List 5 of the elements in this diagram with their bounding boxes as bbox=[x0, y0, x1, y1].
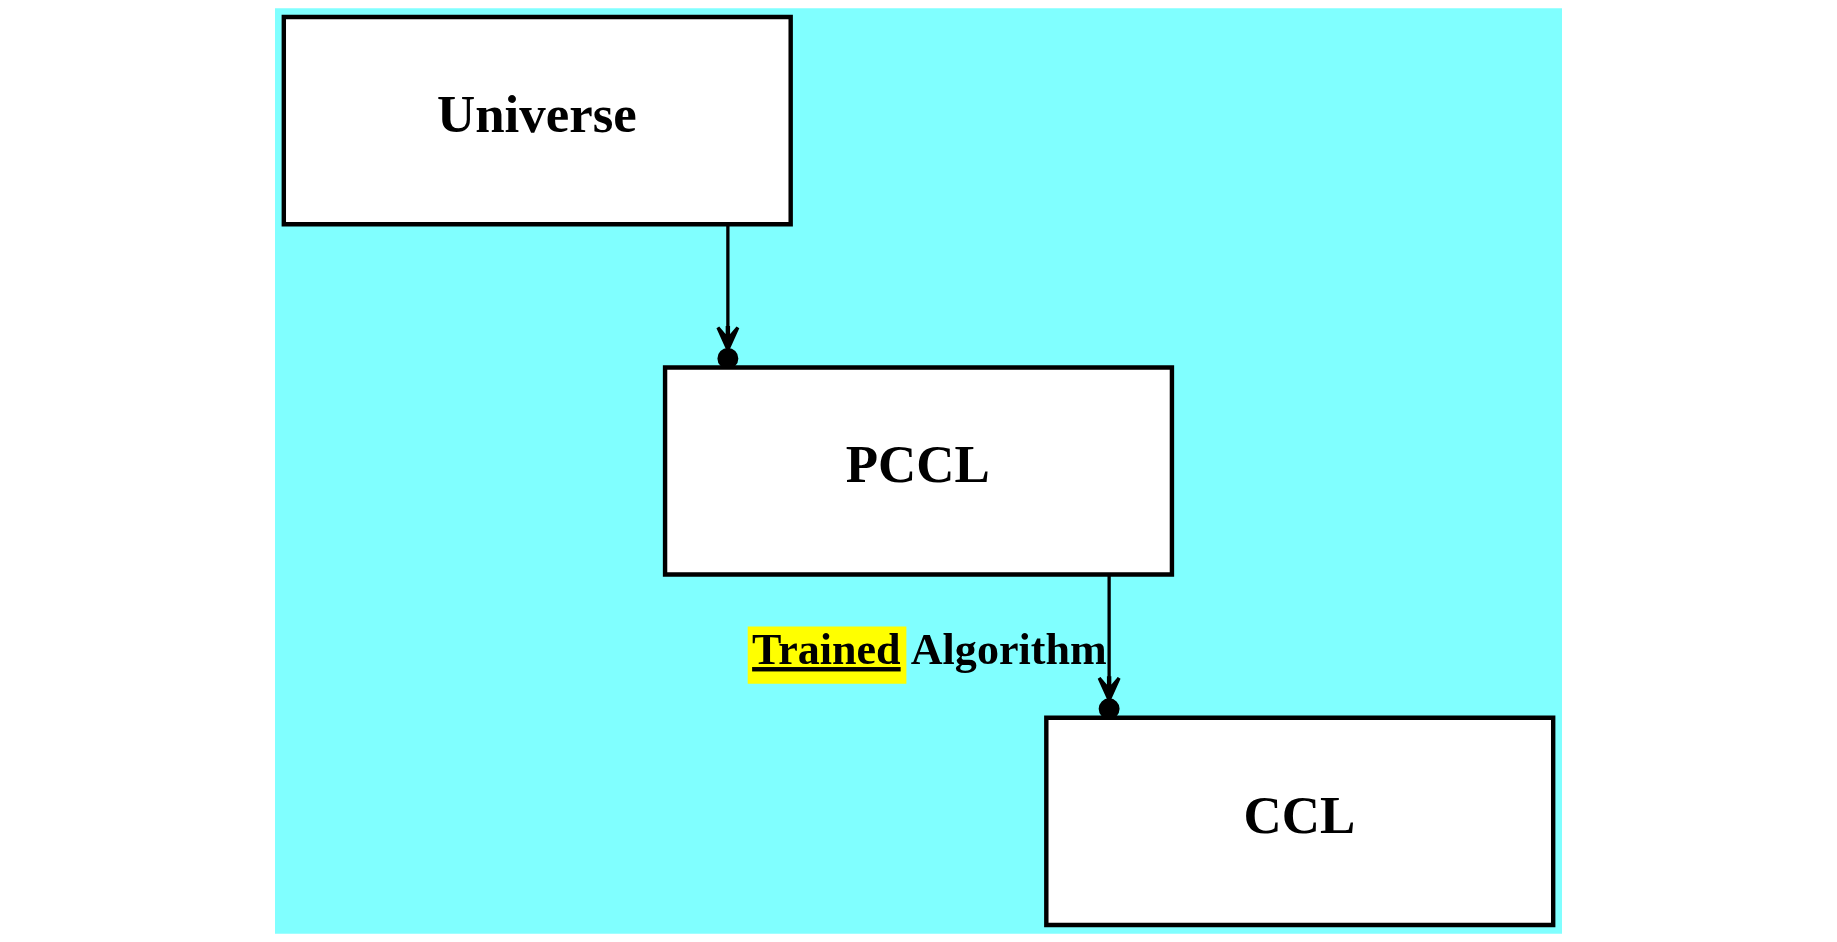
node-box: PCCL bbox=[662, 365, 1175, 577]
edge-label: Trained Algorithm bbox=[752, 625, 1107, 675]
node-box: Universe bbox=[281, 14, 793, 227]
node-box: CCL bbox=[1044, 715, 1556, 928]
arrow bbox=[716, 224, 740, 369]
